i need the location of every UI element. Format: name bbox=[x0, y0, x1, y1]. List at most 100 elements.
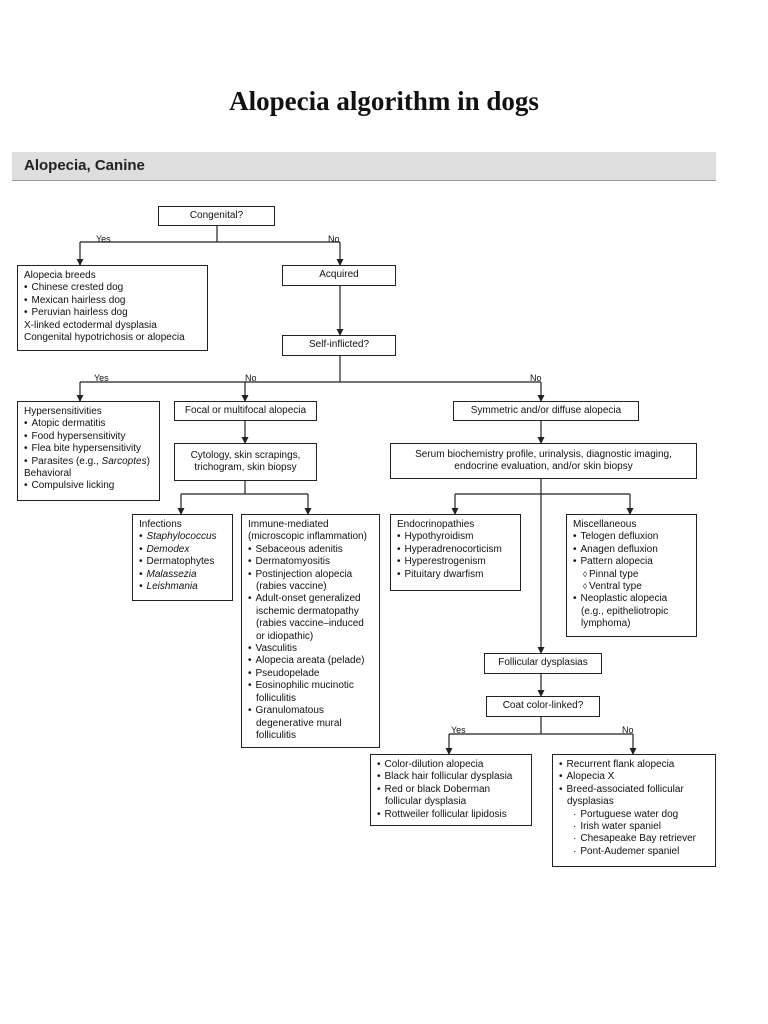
list-item: Hyperestrogenism bbox=[397, 556, 514, 568]
list-item: Demodex bbox=[139, 544, 226, 556]
node-text: endocrine evaluation, and/or skin biopsy bbox=[454, 461, 633, 472]
list-item: Leishmania bbox=[139, 581, 226, 593]
node-text: Immune-mediated bbox=[248, 519, 329, 530]
list-item: Malassezia bbox=[139, 569, 226, 581]
section-header: Alopecia, Canine bbox=[12, 152, 716, 181]
list-item: Neoplastic alopecia bbox=[573, 593, 690, 605]
node-text: Hypersensitivities bbox=[24, 406, 102, 417]
node-acquired-label: Acquired bbox=[319, 269, 359, 281]
list-item: Postinjection alopecia bbox=[248, 569, 373, 581]
node-congenital: Congenital? bbox=[158, 206, 275, 226]
node-text: Congenital hypotrichosis or alopecia bbox=[24, 332, 185, 344]
node-text: Cytology, skin scrapings, bbox=[190, 449, 301, 461]
node-coat-color-linked-label: Coat color-linked? bbox=[502, 700, 584, 712]
page-title: Alopecia algorithm in dogs bbox=[229, 86, 539, 116]
label-coat-no: No bbox=[622, 725, 634, 735]
node-acquired: Acquired bbox=[282, 265, 396, 286]
list-item: Compulsive licking bbox=[24, 480, 153, 492]
color-linked-list: Color-dilution alopeciaBlack hair follic… bbox=[377, 759, 525, 821]
label-coat-yes: Yes bbox=[451, 725, 466, 735]
node-follicular-dysplasias-label: Follicular dysplasias bbox=[498, 657, 588, 669]
list-item: Portuguese water dog bbox=[559, 809, 709, 821]
list-item: Adult-onset generalized bbox=[248, 593, 373, 605]
list-item: Atopic dermatitis bbox=[24, 418, 153, 430]
node-text: Infections bbox=[139, 519, 182, 530]
list-item: Vasculitis bbox=[248, 643, 373, 655]
label-self-inflicted-no-symmetric: No bbox=[530, 373, 542, 383]
list-item: dysplasias bbox=[567, 796, 614, 808]
list-item: Dermatophytes bbox=[139, 556, 226, 568]
list-item: lymphoma) bbox=[581, 618, 631, 630]
immune-list: Sebaceous adenitisDermatomyositisPostinj… bbox=[248, 544, 373, 743]
list-item: Pinnal type bbox=[573, 569, 690, 581]
label-self-inflicted-no-focal: No bbox=[245, 373, 257, 383]
node-text: Serum biochemistry profile, urinalysis, … bbox=[415, 448, 672, 460]
node-congenital-label: Congenital? bbox=[189, 209, 244, 221]
node-text: Behavioral bbox=[24, 468, 72, 480]
text-fragment: Parasites (e.g., bbox=[31, 455, 102, 467]
node-text: X-linked ectodermal dysplasia bbox=[24, 319, 157, 331]
list-item: (e.g., epitheliotropic bbox=[581, 605, 669, 617]
list-item: Anagen defluxion bbox=[573, 544, 690, 556]
list-item: follicular dysplasia bbox=[385, 796, 467, 808]
list-item: Chinese crested dog bbox=[24, 282, 201, 294]
list-item: degenerative mural bbox=[256, 717, 342, 729]
node-text: Miscellaneous bbox=[573, 519, 637, 530]
list-item: Granulomatous bbox=[248, 705, 373, 717]
list-item: Hyperadrenocorticism bbox=[397, 544, 514, 556]
list-item: Dermatomyositis bbox=[248, 556, 373, 568]
node-color-linked: Color-dilution alopeciaBlack hair follic… bbox=[370, 754, 532, 826]
list-item: Ventral type bbox=[573, 581, 690, 593]
node-cytology: Cytology, skin scrapings, trichogram, sk… bbox=[174, 443, 317, 481]
node-text: Endocrinopathies bbox=[397, 519, 475, 530]
node-text: trichogram, skin biopsy bbox=[194, 462, 297, 473]
text-fragment: ) bbox=[146, 455, 150, 467]
list-item: Food hypersensitivity bbox=[24, 431, 153, 443]
node-not-color-linked: Recurrent flank alopeciaAlopecia XBreed-… bbox=[552, 754, 716, 867]
list-item: Breed-associated follicular bbox=[559, 784, 709, 796]
label-congenital-yes: Yes bbox=[96, 234, 111, 244]
node-alopecia-breeds: Alopecia breeds Chinese crested dog Mexi… bbox=[17, 265, 208, 351]
node-endocrinopathies: Endocrinopathies Hypothyroidism Hyperadr… bbox=[390, 514, 521, 591]
list-item: Eosinophilic mucinotic bbox=[248, 680, 373, 692]
list-item: Hypothyroidism bbox=[397, 531, 514, 543]
list-item: Staphylococcus bbox=[139, 531, 226, 543]
list-item: ischemic dermatopathy bbox=[256, 605, 359, 617]
list-item: Alopecia X bbox=[559, 771, 709, 783]
node-text: Alopecia breeds bbox=[24, 270, 96, 281]
list-item: folliculitis bbox=[256, 692, 297, 704]
node-text: (microscopic inflammation) bbox=[248, 531, 367, 543]
list-item: Pattern alopecia bbox=[573, 556, 690, 568]
list-item: Irish water spaniel bbox=[559, 821, 709, 833]
list-item: (rabies vaccine–induced bbox=[256, 618, 364, 630]
node-self-inflicted: Self-inflicted? bbox=[282, 335, 396, 356]
node-self-inflicted-label: Self-inflicted? bbox=[308, 339, 370, 351]
list-item: (rabies vaccine) bbox=[256, 581, 327, 593]
text-fragment-italic: Sarcoptes bbox=[101, 455, 147, 467]
list-item: Pituitary dwarfism bbox=[397, 569, 514, 581]
list-item: Color-dilution alopecia bbox=[377, 759, 525, 771]
list-item: Pont-Audemer spaniel bbox=[559, 846, 709, 858]
list-item: Mexican hairless dog bbox=[24, 295, 201, 307]
list-item: Pseudopelade bbox=[248, 668, 373, 680]
misc-list: Telogen defluxionAnagen defluxionPattern… bbox=[573, 531, 690, 630]
list-item: Black hair follicular dysplasia bbox=[377, 771, 525, 783]
list-item: or idiopathic) bbox=[256, 630, 314, 642]
list-item: Rottweiler follicular lipidosis bbox=[377, 809, 525, 821]
list-item: Telogen defluxion bbox=[573, 531, 690, 543]
node-follicular-dysplasias: Follicular dysplasias bbox=[484, 653, 602, 674]
node-serum: Serum biochemistry profile, urinalysis, … bbox=[390, 443, 697, 479]
node-hypersensitivities: Hypersensitivities Atopic dermatitis Foo… bbox=[17, 401, 160, 501]
list-item: Red or black Doberman bbox=[377, 784, 525, 796]
node-symmetric-label: Symmetric and/or diffuse alopecia bbox=[470, 404, 622, 416]
list-item: Recurrent flank alopecia bbox=[559, 759, 709, 771]
list-item: folliculitis bbox=[256, 729, 297, 741]
node-infections: Infections Staphylococcus Demodex Dermat… bbox=[132, 514, 233, 601]
list-item: Flea bite hypersensitivity bbox=[24, 443, 153, 455]
label-self-inflicted-yes: Yes bbox=[94, 373, 109, 383]
node-symmetric: Symmetric and/or diffuse alopecia bbox=[453, 401, 639, 421]
list-item: Peruvian hairless dog bbox=[24, 307, 201, 319]
not-color-linked-list: Recurrent flank alopeciaAlopecia XBreed-… bbox=[559, 759, 709, 858]
list-item: Alopecia areata (pelade) bbox=[248, 655, 373, 667]
